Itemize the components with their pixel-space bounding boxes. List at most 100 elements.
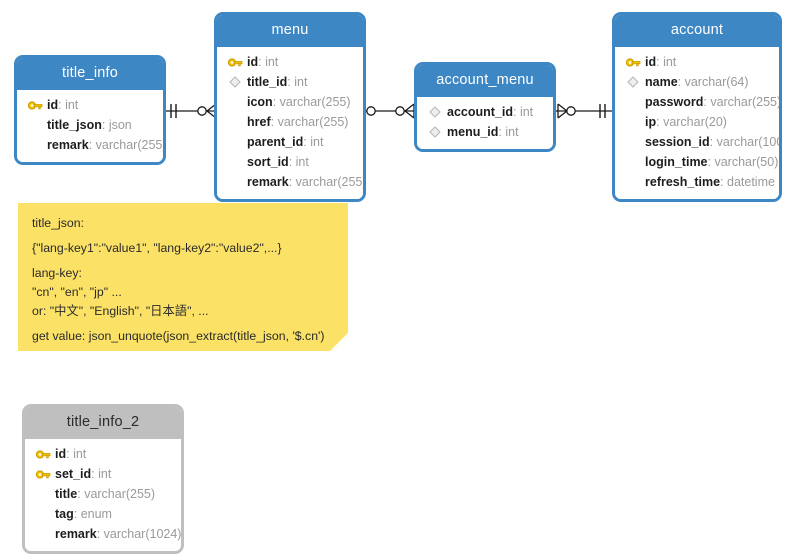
crowsfoot-connector-svg bbox=[362, 103, 416, 119]
field-label: tag: enum bbox=[55, 507, 112, 522]
field-label: title_json: json bbox=[47, 118, 132, 133]
field-row[interactable]: ip: varchar(20) bbox=[615, 112, 779, 132]
no-icon bbox=[34, 486, 52, 502]
relationship-menu-account_menu[interactable] bbox=[362, 99, 416, 123]
field-row[interactable]: name: varchar(64) bbox=[615, 72, 779, 92]
diamond-icon bbox=[624, 74, 642, 90]
crowsfoot-connector-svg bbox=[166, 103, 218, 119]
entity-title_info-fields: id: int title_json: json remark: varchar… bbox=[17, 90, 163, 163]
field-row[interactable]: refresh_time: datetime bbox=[615, 172, 779, 192]
no-icon bbox=[34, 506, 52, 522]
no-icon bbox=[624, 154, 642, 170]
field-label: id: int bbox=[55, 447, 87, 462]
entity-menu-fields: id: int title_id: int icon: varchar(255)… bbox=[217, 47, 363, 200]
no-icon bbox=[226, 174, 244, 190]
note-line: lang-key: bbox=[32, 266, 82, 280]
field-row[interactable]: parent_id: int bbox=[217, 132, 363, 152]
entity-title_info_2[interactable]: title_info_2 id: int bbox=[22, 404, 184, 555]
field-row[interactable]: tag: enum bbox=[25, 504, 181, 524]
no-icon bbox=[226, 94, 244, 110]
relationship-account_menu-account[interactable] bbox=[556, 99, 612, 123]
field-row[interactable]: href: varchar(255) bbox=[217, 112, 363, 132]
field-row[interactable]: icon: varchar(255) bbox=[217, 92, 363, 112]
diamond-icon bbox=[426, 124, 444, 140]
field-label: ip: varchar(20) bbox=[645, 115, 727, 130]
field-label: parent_id: int bbox=[247, 135, 324, 150]
no-icon bbox=[624, 114, 642, 130]
entity-account_menu[interactable]: account_menu account_id: int menu_id: in… bbox=[414, 62, 556, 153]
entity-menu-header: menu bbox=[217, 15, 363, 48]
field-row[interactable]: set_id: int bbox=[25, 464, 181, 484]
field-row[interactable]: remark: varchar(255) bbox=[217, 172, 363, 192]
note-line: get value: json_unquote(json_extract(tit… bbox=[32, 329, 325, 343]
diamond-icon bbox=[426, 104, 444, 120]
field-label: session_id: varchar(100) bbox=[645, 135, 782, 150]
key-icon bbox=[624, 54, 642, 70]
key-icon bbox=[34, 466, 52, 482]
relationship-title_info-menu[interactable] bbox=[166, 99, 218, 123]
field-row[interactable]: password: varchar(255) bbox=[615, 92, 779, 112]
field-label: remark: varchar(1024) bbox=[55, 527, 182, 542]
entity-title_info-header: title_info bbox=[17, 58, 163, 91]
field-row[interactable]: sort_id: int bbox=[217, 152, 363, 172]
field-label: set_id: int bbox=[55, 467, 112, 482]
note-line: {"lang-key1":"value1", "lang-key2":"valu… bbox=[32, 241, 282, 255]
field-label: remark: varchar(255) bbox=[247, 175, 366, 190]
field-label: remark: varchar(255) bbox=[47, 138, 166, 153]
entity-account-fields: id: int name: varchar(64) password: varc… bbox=[615, 47, 779, 200]
key-icon bbox=[226, 54, 244, 70]
field-label: login_time: varchar(50) bbox=[645, 155, 779, 170]
key-icon bbox=[34, 446, 52, 462]
field-label: icon: varchar(255) bbox=[247, 95, 351, 110]
field-label: id: int bbox=[645, 55, 677, 70]
field-label: title: varchar(255) bbox=[55, 487, 156, 502]
entity-account[interactable]: account id: int bbox=[612, 12, 782, 203]
crowsfoot-connector-svg bbox=[556, 103, 612, 119]
field-row[interactable]: account_id: int bbox=[417, 102, 553, 122]
field-label: id: int bbox=[47, 98, 79, 113]
no-icon bbox=[624, 134, 642, 150]
field-label: id: int bbox=[247, 55, 279, 70]
field-row[interactable]: login_time: varchar(50) bbox=[615, 152, 779, 172]
field-label: menu_id: int bbox=[447, 125, 519, 140]
no-icon bbox=[34, 526, 52, 542]
no-icon bbox=[226, 134, 244, 150]
field-row[interactable]: id: int bbox=[17, 95, 163, 115]
field-row[interactable]: remark: varchar(1024) bbox=[25, 524, 181, 544]
entity-title_info_2-header: title_info_2 bbox=[25, 407, 181, 440]
no-icon bbox=[26, 117, 44, 133]
field-label: sort_id: int bbox=[247, 155, 309, 170]
title_json-note[interactable]: title_json: {"lang-key1":"value1", "lang… bbox=[18, 203, 348, 351]
field-row[interactable]: id: int bbox=[217, 52, 363, 72]
entity-account_menu-fields: account_id: int menu_id: int bbox=[417, 97, 553, 150]
field-row[interactable]: id: int bbox=[25, 444, 181, 464]
entity-title_info[interactable]: title_info id: int title_json: json bbox=[14, 55, 166, 166]
note-fold-corner-icon bbox=[330, 333, 348, 351]
entity-title_info_2-fields: id: int set_id: int title: varchar(255) bbox=[25, 439, 181, 552]
field-row[interactable]: title_json: json bbox=[17, 115, 163, 135]
field-row[interactable]: title_id: int bbox=[217, 72, 363, 92]
field-row[interactable]: id: int bbox=[615, 52, 779, 72]
entity-account-header: account bbox=[615, 15, 779, 48]
note-line: "cn", "en", "jp" ... bbox=[32, 285, 122, 299]
field-row[interactable]: session_id: varchar(100) bbox=[615, 132, 779, 152]
diamond-icon bbox=[226, 74, 244, 90]
field-label: href: varchar(255) bbox=[247, 115, 349, 130]
field-row[interactable]: remark: varchar(255) bbox=[17, 135, 163, 155]
no-icon bbox=[226, 114, 244, 130]
no-icon bbox=[624, 174, 642, 190]
field-label: account_id: int bbox=[447, 105, 534, 120]
entity-menu[interactable]: menu id: int bbox=[214, 12, 366, 203]
note-line: or: "中文", "English", "日本語", ... bbox=[32, 304, 209, 318]
entity-account_menu-header: account_menu bbox=[417, 65, 553, 98]
field-label: password: varchar(255) bbox=[645, 95, 782, 110]
field-label: name: varchar(64) bbox=[645, 75, 749, 90]
field-row[interactable]: menu_id: int bbox=[417, 122, 553, 142]
no-icon bbox=[226, 154, 244, 170]
note-line: title_json: bbox=[32, 216, 84, 230]
field-label: refresh_time: datetime bbox=[645, 175, 775, 190]
field-label: title_id: int bbox=[247, 75, 308, 90]
field-row[interactable]: title: varchar(255) bbox=[25, 484, 181, 504]
no-icon bbox=[624, 94, 642, 110]
